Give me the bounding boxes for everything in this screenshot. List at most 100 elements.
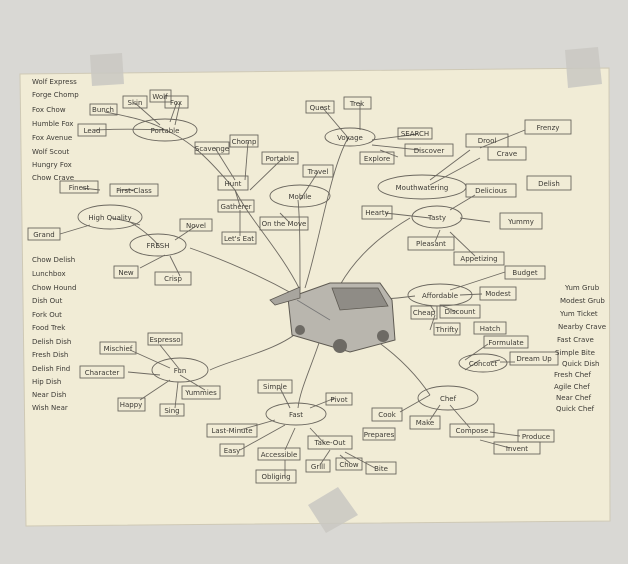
word-label: Bite xyxy=(374,465,388,473)
hub-tasty: Tasty xyxy=(427,214,446,222)
word-label: Produce xyxy=(522,433,550,441)
word-label: Espresso xyxy=(149,336,180,344)
word-label: Chow xyxy=(339,461,359,469)
word-label: Yummy xyxy=(507,218,534,226)
list-item: Near Chef xyxy=(556,394,592,402)
word-label: Formulate xyxy=(488,339,523,347)
word-label: Let's Eat xyxy=(224,235,254,243)
word-label: Compose xyxy=(456,427,489,435)
list-item: Lunchbox xyxy=(32,270,66,278)
left-list-top: Wolf Express Forge Chomp Fox Chow Humble… xyxy=(32,78,79,182)
word-label: Take-Out xyxy=(314,439,346,447)
list-item: Simple Bite xyxy=(555,349,595,357)
list-item: Yum Grub xyxy=(564,284,600,292)
word-label: Gatherer xyxy=(220,203,251,211)
word-label: Lead xyxy=(84,127,101,135)
word-label: Simple xyxy=(263,383,287,391)
word-label: Delicious xyxy=(475,187,507,195)
hub-portable: Portable xyxy=(151,127,180,135)
tape-top-right xyxy=(565,47,602,88)
hub-affordable: Affordable xyxy=(422,292,458,300)
word-label: Chomp xyxy=(232,138,257,146)
word-label: Crisp xyxy=(164,275,182,283)
word-label: Drool xyxy=(478,137,497,145)
list-item: Hip Dish xyxy=(32,378,61,386)
list-item: Forge Chomp xyxy=(32,91,79,99)
hub-hunt: Hunt xyxy=(225,180,242,188)
list-item: Modest Grub xyxy=(560,297,605,305)
list-item: Dish Out xyxy=(32,297,63,305)
list-item: Quick Chef xyxy=(556,405,595,413)
word-label: Cheap xyxy=(413,309,436,317)
hub-mobile: Mobile xyxy=(289,193,312,201)
word-label: Appetizing xyxy=(460,255,497,263)
list-item: Fast Crave xyxy=(557,336,594,344)
word-label: Trek xyxy=(349,100,365,108)
list-item: Quick Dish xyxy=(562,360,599,368)
word-label: Skin xyxy=(128,99,143,107)
word-label: Yummies xyxy=(184,389,217,397)
list-item: Wish Near xyxy=(32,404,68,412)
word-label: Fox xyxy=(170,99,182,107)
list-item: Chow Delish xyxy=(32,256,75,264)
word-label: First-Class xyxy=(116,187,152,195)
word-label: Invent xyxy=(506,445,528,453)
word-label: Sing xyxy=(164,407,179,415)
word-label: Hearty xyxy=(365,209,389,217)
hub-ellipses xyxy=(77,118,508,426)
list-item: Delish Dish xyxy=(32,338,71,346)
list-item: Hungry Fox xyxy=(32,161,72,169)
word-label: Hatch xyxy=(480,325,501,333)
word-label: Easy xyxy=(224,447,241,455)
word-label: Happy xyxy=(120,401,143,409)
word-label: Bunch xyxy=(92,106,114,114)
right-list: Yum Grub Modest Grub Yum Ticket Nearby C… xyxy=(554,284,606,413)
word-label: Portable xyxy=(266,155,295,163)
list-item: Delish Find xyxy=(32,365,70,373)
word-label: Make xyxy=(416,419,434,427)
list-item: Fox Chow xyxy=(32,106,66,114)
hub-fresh: FRESH xyxy=(146,242,169,250)
list-item: Fork Out xyxy=(32,311,62,319)
word-label: Thrifty xyxy=(435,326,459,334)
hub-labels: Portable Mobile Voyage Hunt High Quality… xyxy=(88,127,497,419)
word-label: Travel xyxy=(307,168,329,176)
word-label: Cook xyxy=(378,411,396,419)
list-item: Chow Hound xyxy=(32,284,76,292)
list-item: Wolf Express xyxy=(32,78,77,86)
hub-concoct: Concoct xyxy=(469,360,498,368)
hub-chef: Chef xyxy=(440,395,457,403)
list-item: Fresh Chef xyxy=(554,371,591,379)
word-label: Wolf xyxy=(152,93,168,101)
word-label: Grand xyxy=(33,231,54,239)
list-item: Yum Ticket xyxy=(559,310,598,318)
word-label: Prepares xyxy=(364,431,395,439)
word-label: Frenzy xyxy=(537,124,560,132)
word-label: Novel xyxy=(186,222,206,230)
list-item: Fresh Dish xyxy=(32,351,68,359)
word-label: Pivot xyxy=(330,396,347,404)
list-item: Agile Chef xyxy=(554,383,590,391)
hub-mouthwatering: Mouthwatering xyxy=(396,184,449,192)
word-label: Crave xyxy=(497,150,518,158)
word-label: SEARCH xyxy=(401,130,429,138)
word-labels: Bunch Skin Wolf Fox Lead Scavenge Chomp … xyxy=(33,93,560,481)
word-label: New xyxy=(118,269,134,277)
hub-high-quality: High Quality xyxy=(88,214,131,222)
food-truck-icon xyxy=(269,282,396,353)
word-boxes xyxy=(27,89,572,484)
word-label: Budget xyxy=(512,269,537,277)
word-label: Delish xyxy=(538,180,560,188)
word-label: Last-Minute xyxy=(211,427,252,435)
list-item: Nearby Crave xyxy=(558,323,606,331)
word-label: Obliging xyxy=(261,473,290,481)
tape-top-left xyxy=(90,53,124,86)
list-item: Humble Fox xyxy=(32,120,73,128)
tape-bottom xyxy=(308,487,358,533)
word-label: Discount xyxy=(445,308,476,316)
list-item: Wolf Scout xyxy=(32,148,69,156)
word-label: On the Move xyxy=(262,220,307,228)
left-list-bottom: Chow Delish Lunchbox Chow Hound Dish Out… xyxy=(32,256,76,412)
